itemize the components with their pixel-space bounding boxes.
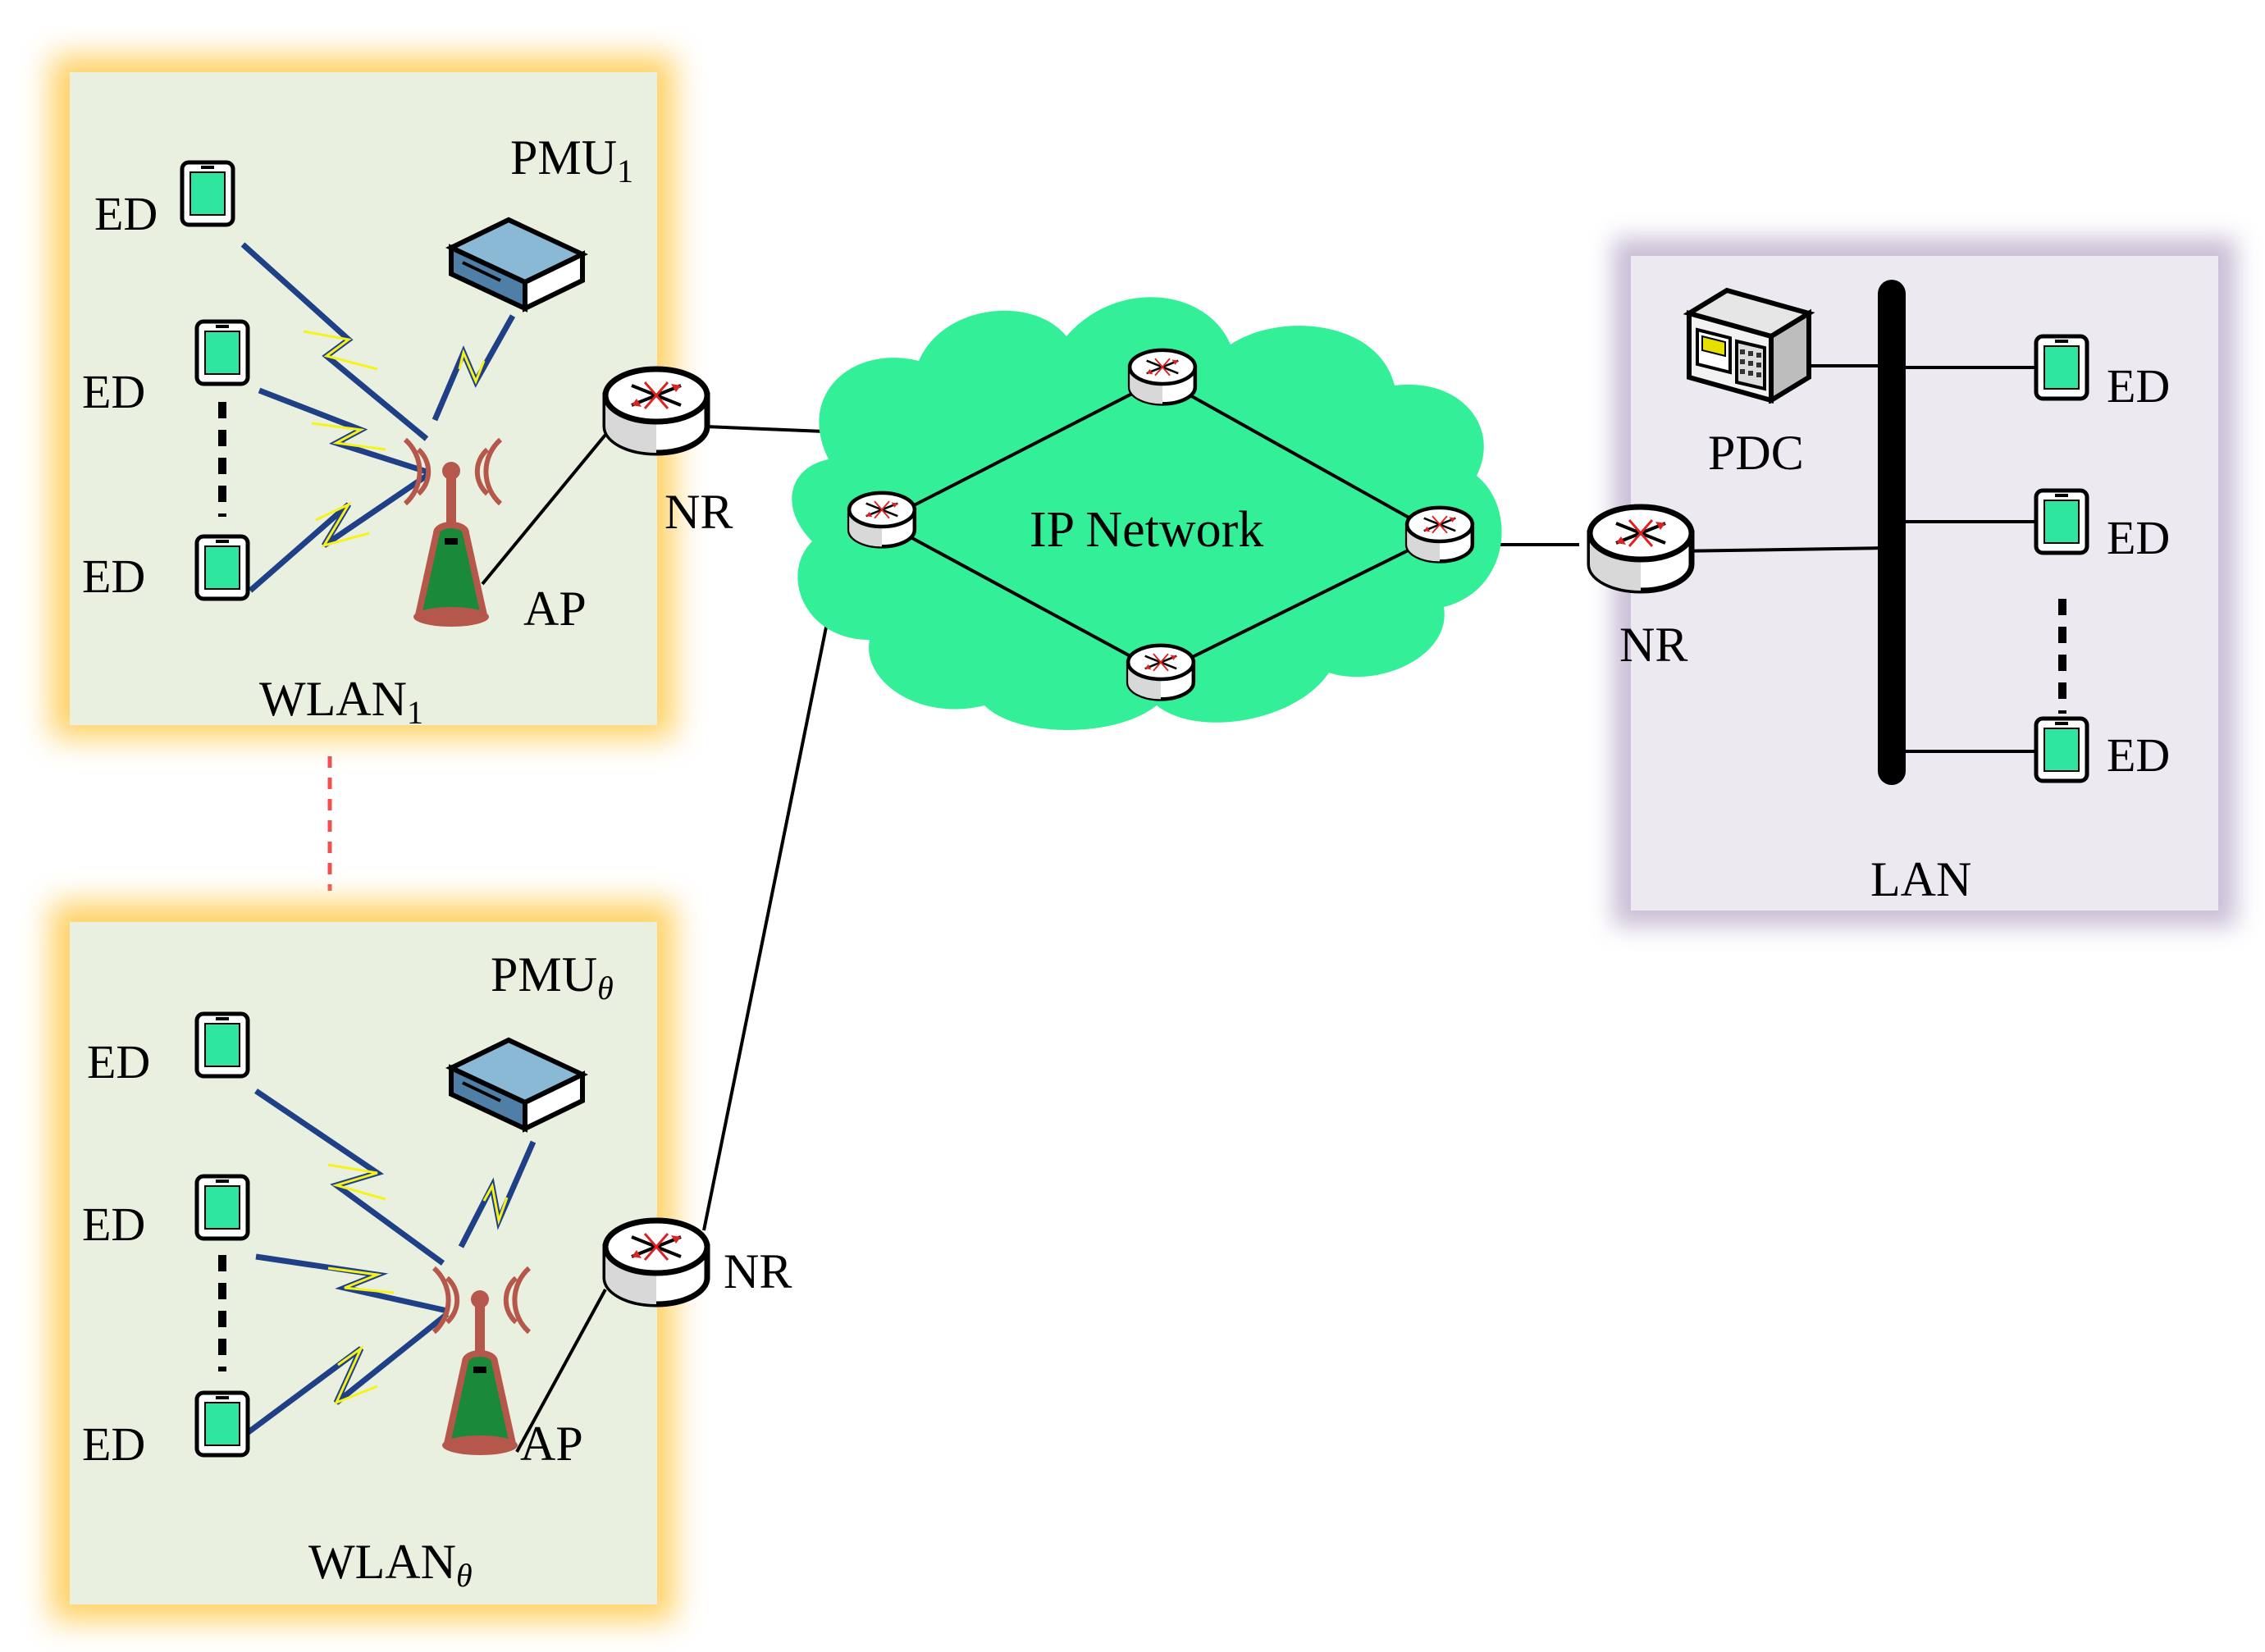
- pdc-label: PDC: [1708, 426, 1804, 480]
- wlan1-name: WLAN1: [259, 672, 423, 731]
- ip-network-cloud: IP Network: [792, 297, 1502, 730]
- lan-ed-label: ED: [2107, 511, 2170, 564]
- lan-router-label: NR: [1619, 618, 1687, 672]
- lan-name: LAN: [1870, 852, 1971, 906]
- wlan2-router-label: NR: [724, 1244, 792, 1298]
- wlan2-ed-label: ED: [82, 1198, 145, 1251]
- wlan1-ed-label: ED: [94, 187, 158, 240]
- wlan1-zone: [70, 72, 657, 725]
- backbone-links: [702, 425, 1579, 1231]
- lan-ed-icon: [2036, 336, 2087, 399]
- cloud-router-icon: [1130, 350, 1195, 404]
- wlan2-zone: [70, 922, 657, 1604]
- wlan1-ed-icon: [197, 536, 248, 599]
- lan-ed-label: ED: [2107, 728, 2170, 782]
- wlan1-ap-label: AP: [523, 582, 587, 636]
- wlan2-group: ED ED ED PMUθ AP NR WLANθ: [51, 902, 792, 1621]
- wlan2-name: WLANθ: [308, 1535, 473, 1594]
- cloud-router-icon: [1128, 646, 1194, 700]
- wlan2-ed-label: ED: [82, 1417, 145, 1471]
- pmu2-label: PMUθ: [491, 947, 614, 1006]
- wlan1-ed-icon: [197, 322, 248, 384]
- lan-ed-icon: [2036, 719, 2087, 781]
- pdc-device-icon: [1689, 290, 1809, 400]
- wlan2-ed-icon: [197, 1393, 248, 1455]
- wlan1-ed-label: ED: [82, 365, 145, 418]
- wlan1-ed-icon: [182, 162, 233, 225]
- wlan1-bolts: [303, 330, 486, 548]
- ip-network-label: IP Network: [1030, 502, 1263, 558]
- wlan2-ed-icon: [197, 1176, 248, 1239]
- lan-group: ED ED ED PDC NR LAN: [1590, 238, 2236, 927]
- lan-ed-icon: [2036, 491, 2087, 553]
- lan-router-icon: [1590, 507, 1692, 591]
- wlan2-ap-label: AP: [520, 1417, 583, 1471]
- wlan2-bolts: [327, 1163, 509, 1405]
- wlan2-ed-label: ED: [87, 1035, 150, 1088]
- cloud-router-icon: [1407, 508, 1473, 562]
- wlan1-ed-label: ED: [82, 550, 145, 603]
- cloud-router-icon: [849, 493, 915, 547]
- wlan1-router-label: NR: [664, 485, 733, 539]
- wlan1-group: ED ED ED PMU1 AP NR WLAN1: [51, 56, 733, 738]
- wlan2-ed-icon: [197, 1014, 248, 1076]
- wlan1-router-icon: [605, 369, 707, 453]
- lan-ed-label: ED: [2107, 359, 2170, 413]
- pmu1-label: PMU1: [510, 130, 633, 189]
- wlan2-router-icon: [605, 1221, 707, 1304]
